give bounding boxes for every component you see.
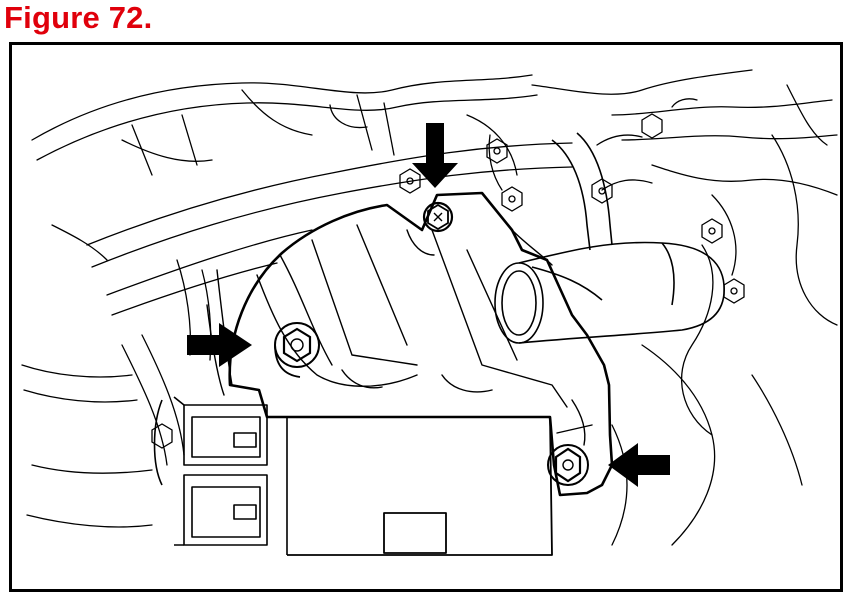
bolt-lower-right <box>547 444 589 486</box>
arrow-down-top <box>412 123 458 188</box>
figure-title: Figure 72. <box>4 0 153 35</box>
callout-arrows <box>187 123 670 487</box>
electrical-connectors <box>153 396 288 555</box>
illustration-frame <box>9 42 843 592</box>
hose-outlet <box>494 132 725 344</box>
background-hoses-and-wiring <box>21 69 838 546</box>
control-module-box <box>287 416 553 556</box>
bolt-top-center <box>422 201 454 233</box>
arrow-left-lower <box>608 443 670 487</box>
bolt-left-center <box>274 322 320 378</box>
arrow-right-left <box>187 323 252 367</box>
engine-bracket-illustration <box>21 69 838 556</box>
